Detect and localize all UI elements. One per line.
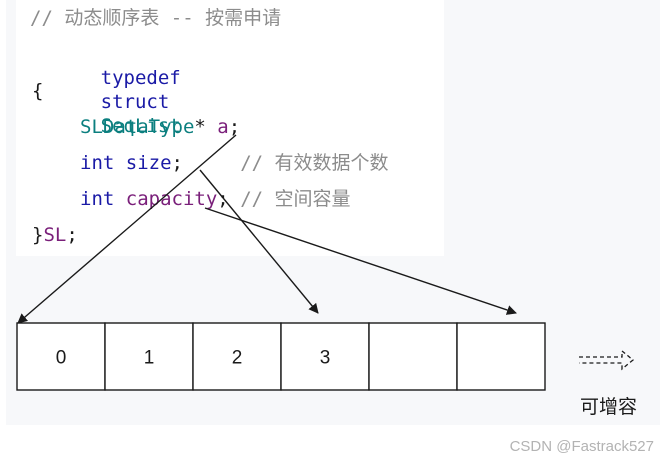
array-cell-0 (16, 322, 106, 391)
code-line-field-size: int size; // 有效数据个数 (80, 151, 389, 175)
code-close-brace: } (32, 224, 44, 246)
array-cell-2 (192, 322, 282, 391)
array-cell-5 (456, 322, 546, 391)
array-cell-label-2: 2 (232, 348, 243, 369)
field-a-semicolon: ; (228, 116, 241, 138)
grow-label: 可增容 (580, 396, 638, 418)
field-capacity-name: capacity (125, 188, 218, 210)
code-line-close: }SL; (32, 223, 78, 247)
keyword-struct: struct (100, 91, 170, 113)
field-a-type: SLDataType (80, 116, 195, 138)
code-line-field-capacity: int capacity; // 空间容量 (80, 187, 351, 211)
field-size-comment: // 有效数据个数 (240, 152, 389, 174)
array-cell-3 (280, 322, 370, 391)
array-cell-label-1: 1 (144, 348, 155, 369)
array-cell-label-3: 3 (320, 348, 331, 369)
code-open-brace: { (32, 80, 44, 102)
field-size-name: size (125, 152, 172, 174)
field-size-type: int (80, 152, 115, 174)
code-line-field-a: SLDataType* a; (80, 115, 240, 139)
code-close-semicolon: ; (66, 224, 78, 246)
code-line-typedef: typedef struct SeqList (32, 42, 181, 137)
arrow-capacity-to-end (204, 207, 517, 315)
grow-arrow-icon (579, 349, 635, 371)
code-block: // 动态顺序表 -- 按需申请 typedef struct SeqList … (16, 0, 444, 256)
arrow-size-to-cell3 (199, 169, 319, 314)
watermark: CSDN @Fastrack527 (509, 438, 654, 455)
field-size-semicolon: ; (171, 152, 183, 174)
array-cell-4 (368, 322, 458, 391)
field-capacity-comment: // 空间容量 (240, 188, 351, 210)
field-capacity-type: int (80, 188, 115, 210)
struct-alias: SL (43, 224, 67, 246)
field-a-pointer: * (194, 116, 206, 138)
array-cells: 0 1 2 3 (16, 322, 546, 391)
struct-name: SeqList (100, 115, 181, 137)
array-cell-label-0: 0 (56, 348, 67, 369)
code-comment-title: // 动态顺序表 -- 按需申请 (30, 7, 282, 29)
field-a-name: a (217, 116, 229, 138)
arrow-a-to-cell0 (17, 134, 237, 324)
keyword-typedef: typedef (100, 67, 181, 89)
